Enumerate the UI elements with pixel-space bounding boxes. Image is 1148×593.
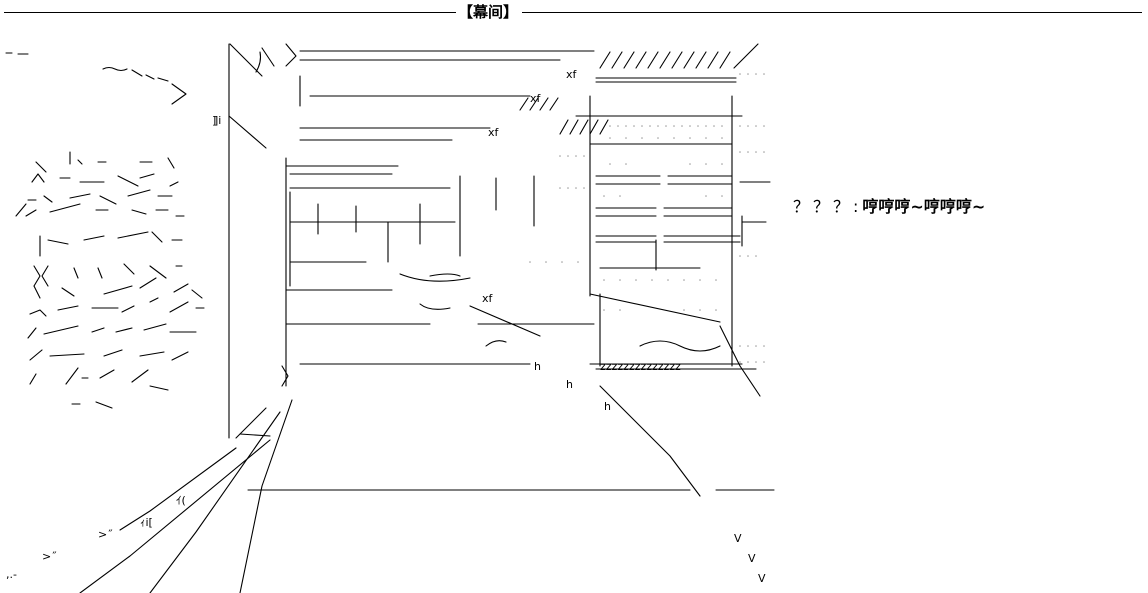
header-rule-right — [522, 12, 1142, 13]
speech-line: ？？？:哼哼哼~哼哼哼~ — [793, 196, 985, 218]
svg-text:xf: xf — [482, 292, 494, 305]
svg-text:]i: ]i — [214, 114, 221, 127]
left-ornament-cluster — [15, 66, 205, 409]
svg-text:V: V — [758, 572, 766, 585]
svg-text:V: V — [748, 552, 756, 565]
window-ruled-lines — [247, 50, 775, 491]
svg-text:xf: xf — [488, 126, 500, 139]
svg-text:ｲ(: ｲ( — [176, 494, 186, 507]
stipple-shading — [529, 73, 765, 363]
perspective-lines — [79, 293, 761, 593]
scene-title: 【幕间】 — [458, 3, 519, 21]
slash-pattern — [519, 43, 759, 135]
svg-text:h: h — [566, 378, 573, 391]
svg-text:>˝: >˝ — [98, 528, 113, 541]
svg-text:,.-: ,.- — [6, 568, 17, 581]
left-dash-mark — [5, 52, 29, 55]
header-row: 【幕间】 — [0, 0, 1148, 26]
svg-text:V: V — [734, 532, 742, 545]
window-uprights — [281, 75, 743, 387]
svg-text:zzzzzzzzzzzzzz: zzzzzzzzzzzzzz — [600, 360, 681, 373]
svg-text:h: h — [534, 360, 541, 373]
glyph-marks: xf xf xf xf h h h ]i ] ｲ( ｨi[ >˝ >˝ ,.- … — [6, 68, 766, 585]
svg-text:>˝: >˝ — [42, 550, 57, 563]
speech-text: 哼哼哼~哼哼哼~ — [862, 197, 986, 216]
ascii-art-illustration: xf xf xf xf h h h ]i ] ｲ( ｨi[ >˝ >˝ ,.- … — [5, 43, 775, 593]
svg-text:h: h — [604, 400, 611, 413]
svg-text:]: ] — [212, 114, 216, 127]
panel-left-edge — [228, 43, 297, 439]
header-rule-left — [4, 12, 456, 13]
window-panes — [575, 77, 771, 269]
svg-text:ｨi[: ｨi[ — [140, 516, 153, 529]
svg-text:xf: xf — [566, 68, 578, 81]
svg-text:xf: xf — [530, 92, 542, 105]
speaker-marks: ？？？: — [793, 197, 863, 216]
curved-strokes — [255, 51, 721, 352]
